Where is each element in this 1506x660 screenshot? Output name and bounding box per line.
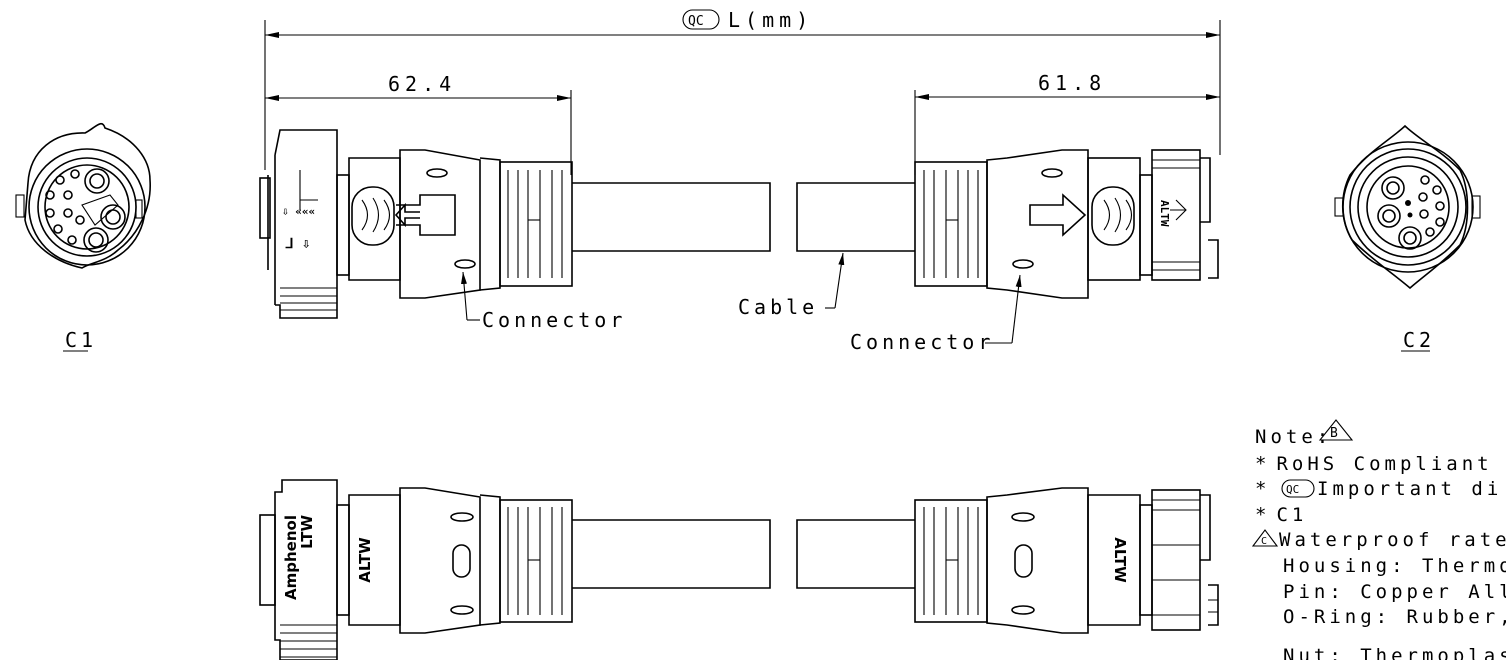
svg-text:C2: C2 bbox=[1403, 328, 1435, 352]
dimension-left: 62.4 bbox=[265, 72, 572, 175]
svg-text:ᒧ ⇩: ᒧ ⇩ bbox=[285, 236, 310, 252]
callout-connector-left: Connector bbox=[461, 271, 626, 332]
c1-end-view bbox=[15, 123, 151, 269]
callout-cable: Cable bbox=[738, 252, 845, 319]
svg-text:ALTW: ALTW bbox=[356, 537, 374, 583]
cable-top bbox=[572, 182, 915, 252]
notes-block: Note: B *RoHS Compliant * QC Important d… bbox=[1251, 419, 1506, 660]
svg-text:Cable: Cable bbox=[738, 295, 818, 319]
left-length-value: 62.4 bbox=[388, 72, 456, 96]
overall-length-label: L(mm) bbox=[728, 8, 813, 32]
svg-text:Connector: Connector bbox=[482, 308, 626, 332]
note-line-7: O-Ring: Rubber, bbox=[1283, 606, 1506, 628]
svg-text:QC: QC bbox=[1286, 483, 1299, 496]
svg-text:*: * bbox=[1255, 478, 1270, 500]
svg-text:Amphenol: Amphenol bbox=[282, 515, 300, 600]
right-connector-top: ALTW bbox=[914, 149, 1219, 299]
left-connector-side: Amphenol LTW ALTW bbox=[259, 479, 573, 660]
svg-text:Waterproof rate: Waterproof rate bbox=[1279, 529, 1506, 551]
dimension-overall: QC L(mm) bbox=[264, 8, 1221, 170]
c2-label: C2 bbox=[1401, 328, 1435, 352]
note-line-1: *RoHS Compliant bbox=[1255, 453, 1493, 475]
svg-text:Important di: Important di bbox=[1317, 478, 1502, 500]
note-line-2: * QC Important di bbox=[1255, 478, 1502, 500]
note-line-5: Housing: Thermo bbox=[1283, 555, 1506, 577]
dimension-right: 61.8 bbox=[914, 71, 1220, 175]
svg-text:ALTW: ALTW bbox=[1158, 200, 1171, 227]
right-connector-side: ALTW bbox=[914, 487, 1219, 634]
cable-side bbox=[572, 519, 915, 589]
notes-header: Note: bbox=[1255, 426, 1332, 448]
note-line-4: C Waterproof rate bbox=[1251, 529, 1506, 551]
svg-text:LTW: LTW bbox=[298, 515, 316, 549]
left-connector-top: ⇩ ««« ᒧ ⇩ bbox=[259, 129, 573, 319]
revision-b-triangle: B bbox=[1318, 419, 1354, 441]
right-length-value: 61.8 bbox=[1038, 71, 1106, 95]
svg-text:C: C bbox=[1261, 536, 1267, 547]
note-line-8: Nut: Thermoplas bbox=[1283, 645, 1506, 660]
note-line-6: Pin: Copper All bbox=[1283, 581, 1506, 603]
callout-connector-right: Connector bbox=[850, 274, 1022, 354]
svg-text:ALTW: ALTW bbox=[1111, 537, 1129, 583]
c1-label: C1 bbox=[63, 328, 97, 352]
qc-symbol: QC bbox=[682, 9, 720, 30]
svg-text:Connector: Connector bbox=[850, 330, 994, 354]
arrow-mark: ⇩ ««« bbox=[282, 205, 315, 218]
svg-text:C1: C1 bbox=[65, 328, 97, 352]
svg-text:B: B bbox=[1330, 426, 1338, 441]
c2-end-view bbox=[1334, 124, 1481, 290]
note-line-3: *C1 bbox=[1255, 504, 1307, 526]
svg-text:QC: QC bbox=[688, 14, 704, 29]
